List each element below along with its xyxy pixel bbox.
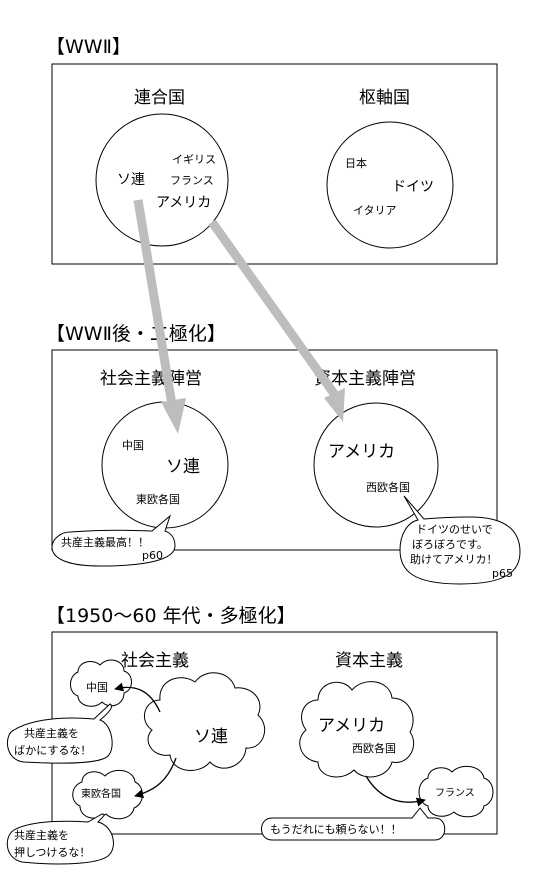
usa-cloud bbox=[299, 681, 415, 778]
speech-bubble-communism-best bbox=[51, 514, 176, 567]
group-label-socialist-camp: 社会主義陣営 bbox=[100, 369, 202, 389]
member-japan: 日本 bbox=[345, 156, 367, 170]
member-eastern-europe-3: 東欧各国 bbox=[81, 787, 121, 800]
speech-bubble-dont-force bbox=[6, 813, 114, 865]
member-france: フランス bbox=[170, 174, 214, 187]
group-label-capitalist-camp: 資本主義陣営 bbox=[314, 369, 416, 389]
member-italy: イタリア bbox=[353, 204, 397, 217]
bubble-text-ruined: ぼろぼろです。 bbox=[412, 538, 488, 551]
member-usa-3: アメリカ bbox=[318, 716, 385, 736]
bubble-text-communism-best: 共産主義最高！！ bbox=[61, 535, 149, 549]
section-box-ww2 bbox=[51, 63, 498, 265]
axis-circle bbox=[326, 121, 454, 249]
arrow-ussr-to-socialist-camp bbox=[133, 199, 186, 434]
section-title-bipolar: 【WWⅡ後・二極化】 bbox=[46, 323, 226, 345]
member-usa-2: アメリカ bbox=[328, 442, 395, 462]
member-western-europe-3: 西欧各国 bbox=[352, 741, 396, 755]
arrow-ussr-to-eastern-europe bbox=[134, 757, 177, 799]
group-label-allies: 連合国 bbox=[134, 88, 185, 108]
member-ussr: ソ連 bbox=[117, 172, 145, 188]
bubble-text-dont-force-1: 共産主義を bbox=[14, 828, 69, 842]
member-western-europe: 西欧各国 bbox=[366, 480, 410, 494]
member-eastern-europe: 東欧各国 bbox=[136, 492, 180, 506]
bubble-page-p65: p65 bbox=[492, 567, 513, 580]
bubble-text-germany-fault: ドイツのせいで bbox=[416, 523, 493, 536]
bubble-text-dont-mock-1: 共産主義を bbox=[24, 726, 79, 740]
arrow-usa-to-france bbox=[365, 775, 426, 807]
group-label-capitalism: 資本主義 bbox=[335, 651, 403, 671]
bubble-text-rely-on-no-one: もうだれにも頼らない！！ bbox=[270, 823, 402, 836]
bubble-page-p60: p60 bbox=[142, 549, 163, 562]
member-ussr-2: ソ連 bbox=[166, 457, 200, 477]
section-title-ww2: 【WWⅡ】 bbox=[46, 36, 131, 58]
member-usa: アメリカ bbox=[156, 195, 211, 211]
member-france-3: フランス bbox=[435, 787, 475, 799]
section-title-multipolar: 【1950〜60 年代・多極化】 bbox=[46, 605, 296, 627]
arrow-usa-to-capitalist-camp bbox=[208, 219, 345, 422]
china-cloud bbox=[70, 659, 132, 707]
speech-bubble-dont-mock bbox=[6, 703, 113, 764]
ussr-cloud bbox=[143, 672, 266, 771]
speech-bubble-help-america bbox=[399, 495, 521, 585]
france-cloud bbox=[418, 765, 494, 818]
group-label-socialism: 社会主義 bbox=[121, 651, 189, 671]
bubble-text-dont-force-2: 押しつけるな！ bbox=[14, 845, 90, 859]
arrow-ussr-to-china bbox=[114, 682, 161, 713]
allies-circle bbox=[95, 113, 229, 247]
member-uk: イギリス bbox=[172, 153, 216, 166]
bubble-text-dont-mock-2: ばかにするな！ bbox=[14, 744, 91, 757]
bubble-text-help-america: 助けてアメリカ！ bbox=[410, 552, 497, 566]
group-label-axis: 枢軸国 bbox=[359, 88, 410, 108]
member-ussr-3: ソ連 bbox=[194, 727, 228, 747]
capitalist-camp-circle bbox=[313, 402, 439, 528]
speech-bubble-rely-on-no-one bbox=[261, 807, 446, 841]
member-china-3: 中国 bbox=[86, 681, 108, 694]
eastern-europe-cloud bbox=[72, 769, 143, 820]
member-china: 中国 bbox=[122, 439, 144, 452]
member-germany: ドイツ bbox=[392, 179, 434, 195]
section-box-bipolar bbox=[51, 349, 498, 551]
socialist-camp-circle bbox=[101, 401, 229, 529]
